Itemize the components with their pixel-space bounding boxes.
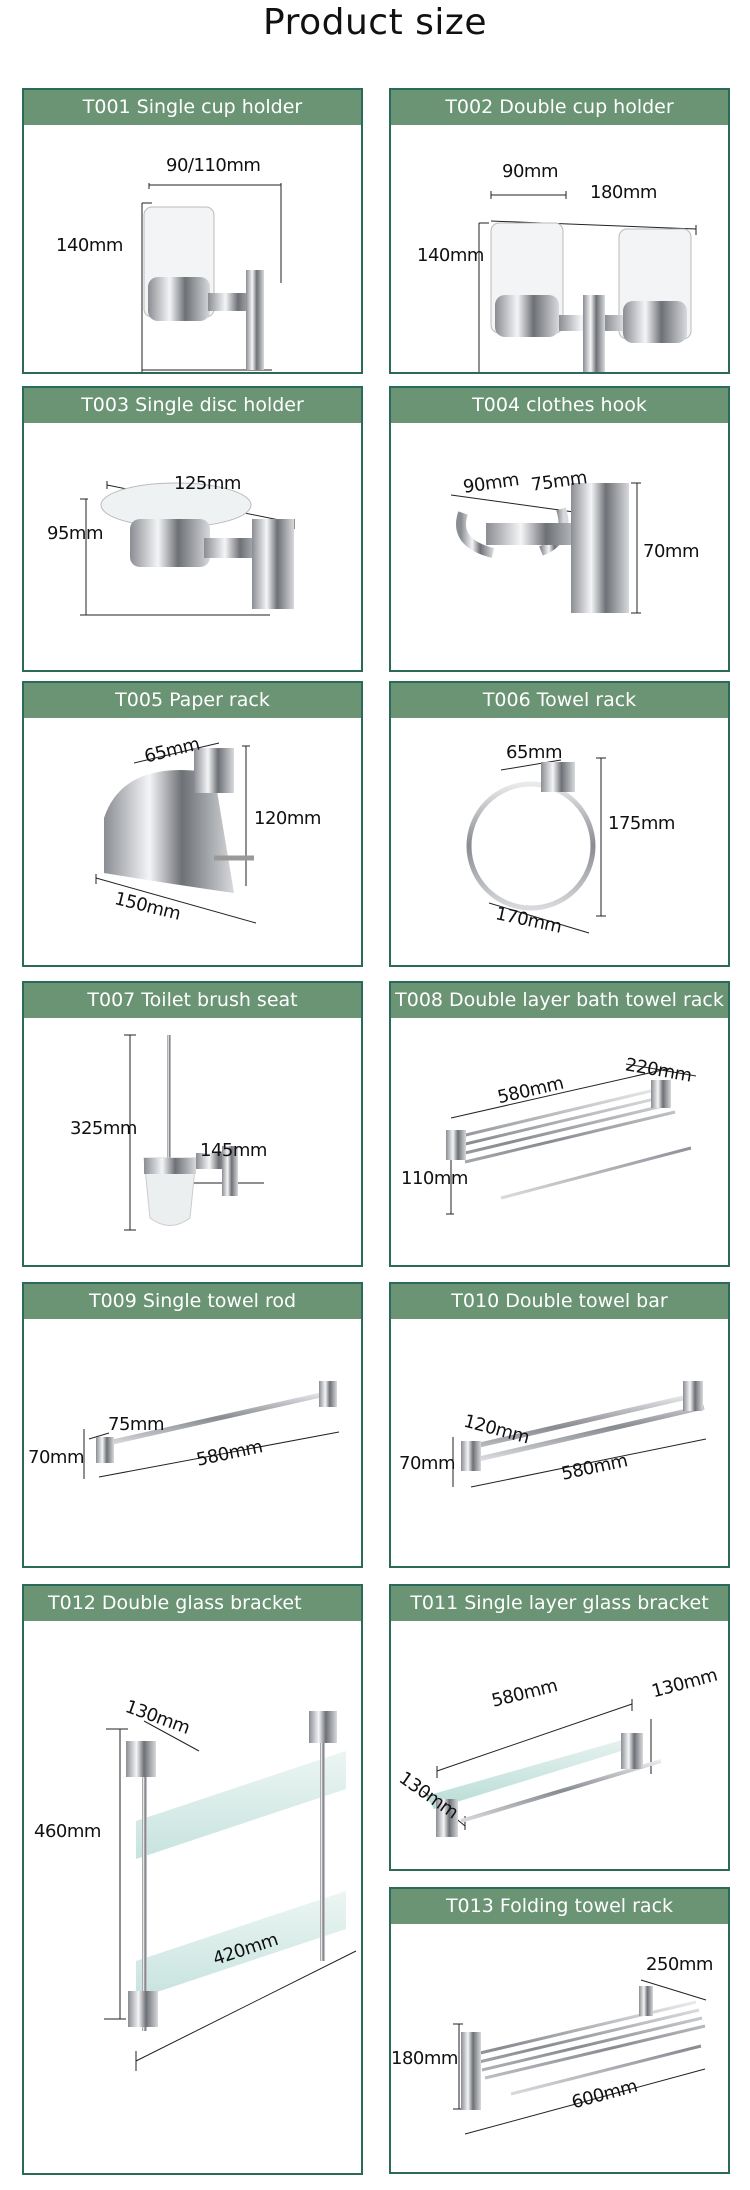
single-glass-bracket-image: [422, 1699, 662, 1837]
product-card-t013: T013 Folding towel rack 250mm 180mm 600m…: [389, 1887, 730, 2174]
dimension-width: 145mm: [200, 1140, 267, 1161]
product-title: T006 Towel rack: [391, 683, 728, 718]
dimension-height: 460mm: [34, 1821, 101, 1842]
dimension-height: 175mm: [608, 813, 675, 834]
paper-rack-image: [95, 742, 257, 924]
bath-towel-rack-image: [446, 1063, 697, 1215]
towel-ring-image: [466, 757, 606, 934]
cup-holder-image: [141, 183, 282, 372]
product-title: T004 clothes hook: [391, 388, 728, 423]
product-card-t005: T005 Paper rack 65mm 120mm 150mm: [22, 681, 363, 967]
dimension-height: 140mm: [56, 235, 123, 256]
product-card-t010: T010 Double towel bar 120mm 70mm 580mm: [389, 1282, 730, 1568]
dimension-height: 95mm: [47, 523, 103, 544]
double-cup-holder-image: [478, 191, 697, 372]
product-card-t011: T011 Single layer glass bracket 580mm 13…: [389, 1584, 730, 1871]
product-title: T013 Folding towel rack: [391, 1889, 728, 1924]
dimension-height: 70mm: [399, 1453, 455, 1474]
page-title: Product size: [263, 2, 487, 43]
dimension-height: 140mm: [417, 245, 484, 266]
product-title: T010 Double towel bar: [391, 1284, 728, 1319]
product-card-t004: T004 clothes hook 90mm 75mm 70mm: [389, 386, 730, 672]
dimension-height: 120mm: [254, 808, 321, 829]
product-title: T009 Single towel rod: [24, 1284, 361, 1319]
product-card-t009: T009 Single towel rod 75mm 70mm 580mm: [22, 1282, 363, 1568]
product-card-t008: T008 Double layer bath towel rack 580mm …: [389, 981, 730, 1267]
dimension-height: 110mm: [401, 1168, 468, 1189]
dimension-width: 125mm: [174, 473, 241, 494]
dimension-width: 90/110mm: [166, 155, 261, 176]
product-card-t007: T007 Toilet brush seat 325mm 145mm: [22, 981, 363, 1267]
product-card-t001: T001 Single cup holder 90/110mm 140mm: [22, 88, 363, 374]
product-title: T003 Single disc holder: [24, 388, 361, 423]
double-towel-bar-image: [452, 1381, 707, 1488]
product-card-t003: T003 Single disc holder 125mm 95mm: [22, 386, 363, 672]
soap-dish-image: [80, 481, 295, 616]
dimension-width: 180mm: [590, 182, 657, 203]
dimension-depth: 250mm: [646, 1954, 713, 1975]
product-card-t002: T002 Double cup holder 90mm 180mm 140mm: [389, 88, 730, 374]
product-title: T005 Paper rack: [24, 683, 361, 718]
toilet-brush-image: [124, 1034, 264, 1231]
dimension-cup-width: 90mm: [502, 161, 558, 182]
dimension-depth: 75mm: [108, 1414, 164, 1435]
product-title: T012 Double glass bracket: [24, 1586, 361, 1621]
product-title: T007 Toilet brush seat: [24, 983, 361, 1018]
dimension-height: 70mm: [643, 541, 699, 562]
product-card-t012: T012 Double glass bracket 130mm 460mm 42…: [22, 1584, 363, 2175]
dimension-depth: 65mm: [506, 742, 562, 763]
product-title: T001 Single cup holder: [24, 90, 361, 125]
product-title: T002 Double cup holder: [391, 90, 728, 125]
product-title: T011 Single layer glass bracket: [391, 1586, 728, 1621]
product-title: T008 Double layer bath towel rack: [391, 983, 728, 1018]
clothes-hook-image: [450, 482, 641, 614]
dimension-height: 70mm: [28, 1447, 84, 1468]
dimension-height: 325mm: [70, 1118, 137, 1139]
folding-towel-rack-image: [453, 1979, 707, 2135]
product-card-t006: T006 Towel rack 65mm 175mm 170mm: [389, 681, 730, 967]
single-towel-rod-image: [83, 1381, 340, 1479]
double-glass-bracket-image: [104, 1711, 357, 2071]
dimension-height: 180mm: [391, 2048, 458, 2069]
